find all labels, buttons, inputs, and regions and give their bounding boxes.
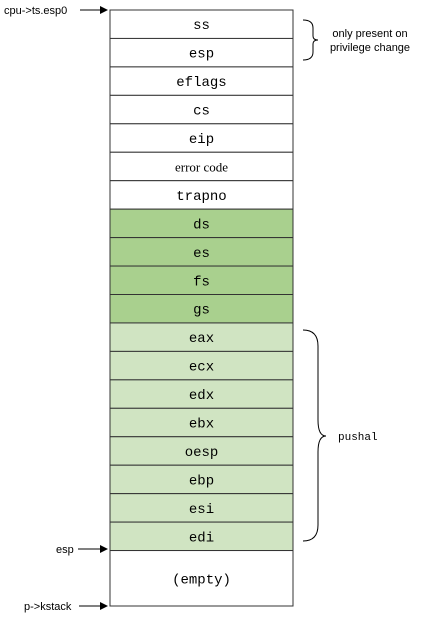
cell-label-esi: esi — [189, 502, 214, 518]
cell-label-ebp: ebp — [189, 473, 214, 489]
cell-edx — [109, 379, 294, 409]
cell-fs — [109, 265, 294, 295]
cell-empty — [109, 550, 294, 607]
pushal-brace — [302, 329, 327, 542]
kstack-label: p->kstack — [24, 601, 72, 613]
cell-eflags — [109, 66, 294, 96]
cell-label-es: es — [193, 246, 210, 262]
cell-ebp — [109, 464, 294, 495]
cell-label-empty: (empty) — [172, 572, 231, 588]
cell-label-ecx: ecx — [189, 360, 214, 376]
cell-label-eax: eax — [189, 331, 214, 347]
cell-label-cs: cs — [193, 104, 210, 120]
cell-ss — [109, 9, 294, 39]
cell-label-eflags: eflags — [176, 75, 226, 91]
esp-label: esp — [56, 544, 74, 556]
cell-label-error-code: error code — [175, 159, 228, 174]
pushal-label: pushal — [338, 432, 378, 444]
cell-ds — [109, 208, 294, 239]
cell-edi — [109, 521, 294, 552]
cell-label-esp: esp — [189, 47, 214, 63]
cell-esp — [109, 37, 294, 68]
privilege-note-line1: only present on — [332, 28, 407, 40]
cell-label-ss: ss — [193, 18, 210, 34]
cell-label-eip: eip — [189, 132, 214, 148]
cell-esi — [109, 493, 294, 523]
cell-label-fs: fs — [193, 274, 210, 290]
cell-gs — [109, 294, 294, 324]
privilege-note-line2: privilege change — [330, 42, 410, 54]
cell-oesp — [109, 436, 294, 466]
cpu-ts-esp0-label: cpu->ts.esp0 — [4, 5, 67, 17]
cell-error-code — [109, 151, 294, 182]
cell-label-trapno: trapno — [176, 189, 226, 205]
cell-eax — [109, 322, 294, 352]
privilege-brace — [302, 19, 319, 61]
cell-label-ebx: ebx — [189, 417, 214, 433]
stack-cells: ss esp eflags cs eip error code trapno ds es fs gs… — [109, 9, 294, 607]
cell-label-oesp: oesp — [185, 445, 219, 461]
cell-label-gs: gs — [193, 303, 210, 319]
cell-label-edx: edx — [189, 388, 214, 404]
cell-cs — [109, 94, 294, 125]
cell-label-ds: ds — [193, 217, 210, 233]
cell-label-edi: edi — [189, 530, 214, 546]
